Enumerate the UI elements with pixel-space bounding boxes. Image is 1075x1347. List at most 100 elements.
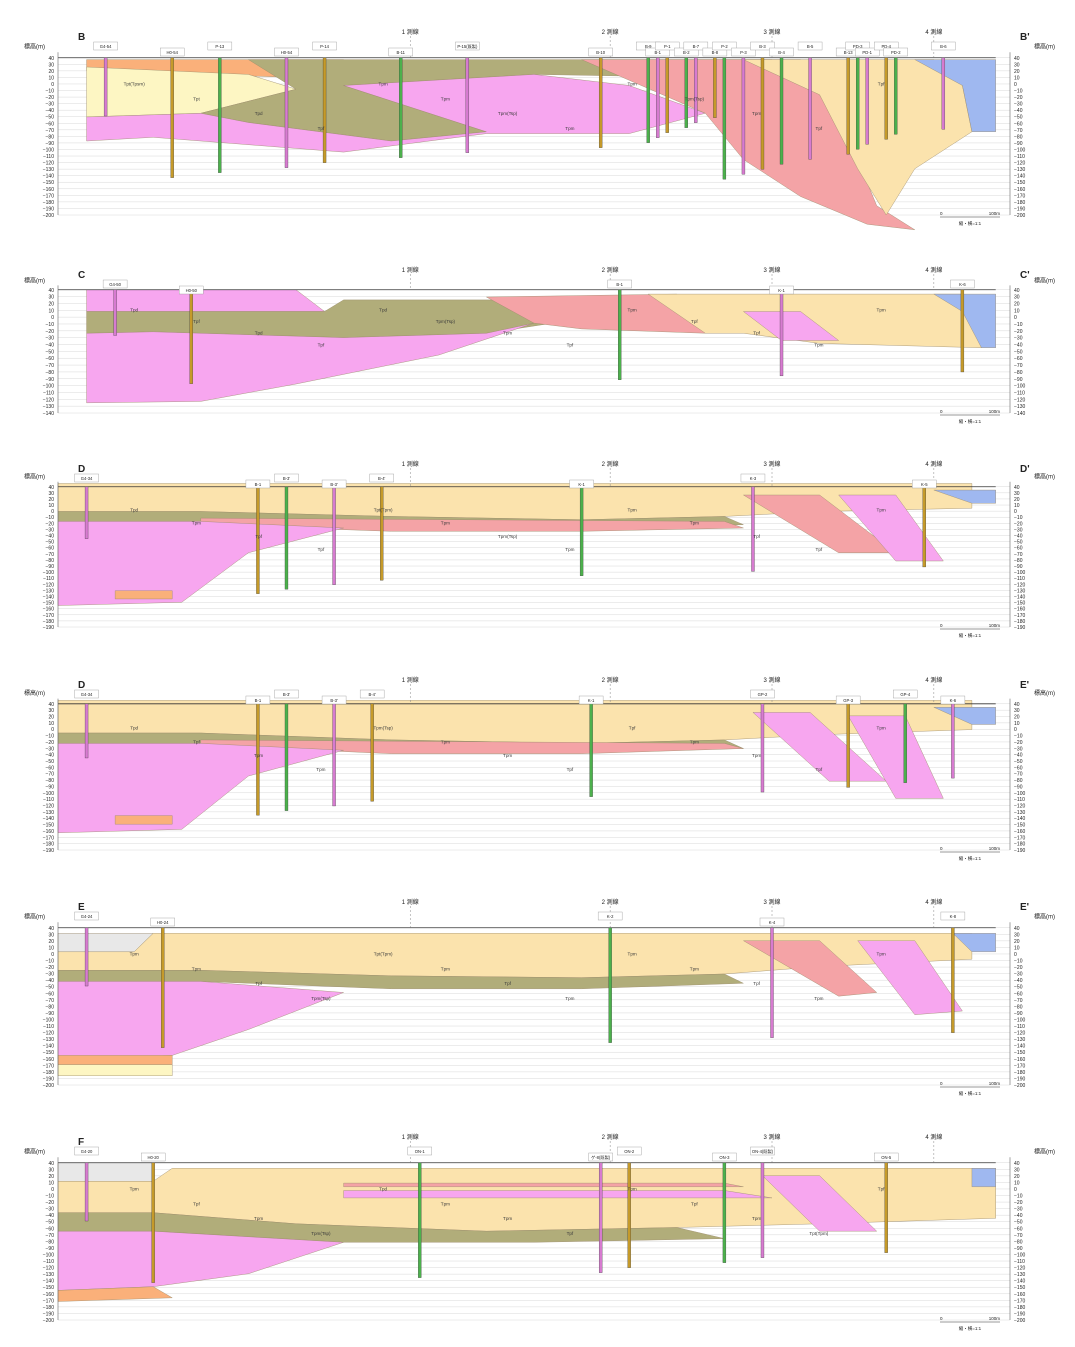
tick-label-right: −130	[1014, 1272, 1025, 1278]
unit-label: Tpf	[816, 547, 823, 552]
borehole-label-box	[150, 917, 175, 927]
borehole-label-box	[683, 41, 709, 51]
unit-label: Tpm	[628, 952, 637, 957]
tick-label-right: −50	[1014, 115, 1023, 121]
tick-label-right: 20	[1014, 715, 1020, 721]
tick-label-right: −190	[1014, 1311, 1025, 1317]
unit-tpt_tsm	[114, 815, 173, 825]
borehole-label: B-5	[807, 44, 814, 49]
survey-line-label: 4 測線	[925, 28, 942, 36]
tick-label-right: −10	[1014, 89, 1023, 95]
borehole-label-box	[893, 689, 918, 699]
tick-label-left: −80	[46, 558, 55, 564]
tick-label-left: −150	[43, 180, 54, 186]
tick-label-left: 0	[51, 1187, 54, 1193]
unit-tpt_tsm	[114, 590, 173, 600]
tick-label-left: −170	[43, 835, 54, 841]
tick-label-left: −200	[43, 213, 54, 219]
borehole-label: B-3'	[330, 698, 338, 703]
borehole-label: ゲ-8(既製)	[591, 1154, 611, 1161]
borehole-column	[884, 57, 888, 140]
borehole-label: GP-3	[843, 698, 853, 703]
tick-label-right: −10	[1014, 1194, 1023, 1200]
unit-label: Tpd	[379, 308, 387, 313]
unit-fill_grey	[57, 1162, 154, 1182]
geology-units	[57, 700, 996, 834]
tick-label-right: −100	[1014, 791, 1025, 797]
tick-label-left: −60	[46, 546, 55, 552]
tick-label-right: −80	[1014, 1004, 1023, 1010]
survey-line-label: 2 測線	[602, 676, 619, 684]
borehole-label-box	[797, 41, 823, 51]
tick-label-left: −150	[43, 1050, 54, 1056]
tick-label-right: −120	[1014, 161, 1025, 167]
borehole-column	[627, 1162, 631, 1268]
borehole-label: ON-5	[881, 1155, 892, 1160]
tick-label-left: −100	[43, 570, 54, 576]
survey-line-label: 4 測線	[925, 266, 942, 274]
elevation-label-left: 標高(m)	[24, 913, 45, 921]
tick-label-left: −160	[43, 1292, 54, 1298]
tick-label-left: −60	[46, 356, 55, 362]
tick-label-left: −160	[43, 187, 54, 193]
tick-label-right: −170	[1014, 1298, 1025, 1304]
borehole-label-box	[712, 1152, 737, 1162]
borehole-column	[84, 486, 89, 539]
section-end-label: B'	[1020, 32, 1030, 43]
tick-label-left: −80	[46, 134, 55, 140]
tick-label-left: 10	[48, 503, 54, 509]
borehole-column	[161, 927, 165, 1048]
borehole-column	[779, 289, 784, 377]
borehole-label-box	[940, 911, 966, 921]
tick-label-left: 20	[48, 715, 54, 721]
survey-line-label: 4 測線	[925, 898, 942, 906]
scale-bar-start: 0	[940, 1316, 943, 1321]
tick-label-left: −80	[46, 778, 55, 784]
unit-label: Tpf	[193, 739, 200, 744]
tick-label-left: −40	[46, 108, 55, 114]
unit-label: Tpm	[752, 753, 761, 758]
tick-label-right: 10	[1014, 503, 1020, 509]
tick-label-left: 40	[48, 702, 54, 708]
borehole-column	[656, 57, 660, 138]
borehole-label: H0-24	[157, 920, 169, 925]
borehole-label-box	[102, 279, 128, 289]
unit-tpf	[343, 1190, 773, 1199]
borehole-column	[713, 57, 717, 118]
tick-label-left: 40	[48, 1161, 54, 1167]
borehole-label-box	[74, 1146, 99, 1156]
section-end-label: D'	[1020, 464, 1030, 475]
borehole-label-box	[569, 479, 594, 489]
tick-label-right: −70	[1014, 772, 1023, 778]
borehole-label-box	[712, 41, 737, 51]
tick-label-left: −140	[43, 174, 54, 180]
unit-label: Tpm	[565, 126, 574, 131]
tick-label-left: −70	[46, 772, 55, 778]
borehole-column	[751, 486, 755, 572]
tick-label-left: −60	[46, 991, 55, 997]
borehole-label-box	[245, 479, 271, 489]
tick-label-left: 10	[48, 945, 54, 951]
tick-label-left: −80	[46, 1004, 55, 1010]
unit-labels: TpdTpmTpfTpfTpt(Tpm)TpmTpm(Tsp)TpmTpmTpm…	[130, 508, 886, 553]
tick-label-left: −20	[46, 740, 55, 746]
borehole-label-box	[883, 47, 908, 57]
unit-label: Tpf	[753, 981, 760, 986]
tick-label-right: −40	[1014, 343, 1023, 349]
tick-label-right: 40	[1014, 485, 1020, 491]
borehole-label-box	[759, 917, 785, 927]
elevation-label-right: 標高(m)	[1034, 913, 1055, 921]
unit-alluvium	[914, 59, 996, 132]
borehole-column	[951, 703, 955, 779]
tick-label-left: −10	[46, 322, 55, 328]
borehole-label-box	[245, 695, 271, 705]
tick-label-right: 30	[1014, 1167, 1020, 1173]
tick-label-left: −70	[46, 998, 55, 1004]
elevation-label-right: 標高(m)	[1034, 473, 1055, 481]
unit-label: Tpf	[816, 767, 823, 772]
borehole-label: ON-2	[624, 1149, 635, 1154]
borehole-label: K-4	[769, 920, 776, 925]
unit-tps	[485, 293, 706, 334]
unit-label: Tpm	[441, 521, 450, 526]
